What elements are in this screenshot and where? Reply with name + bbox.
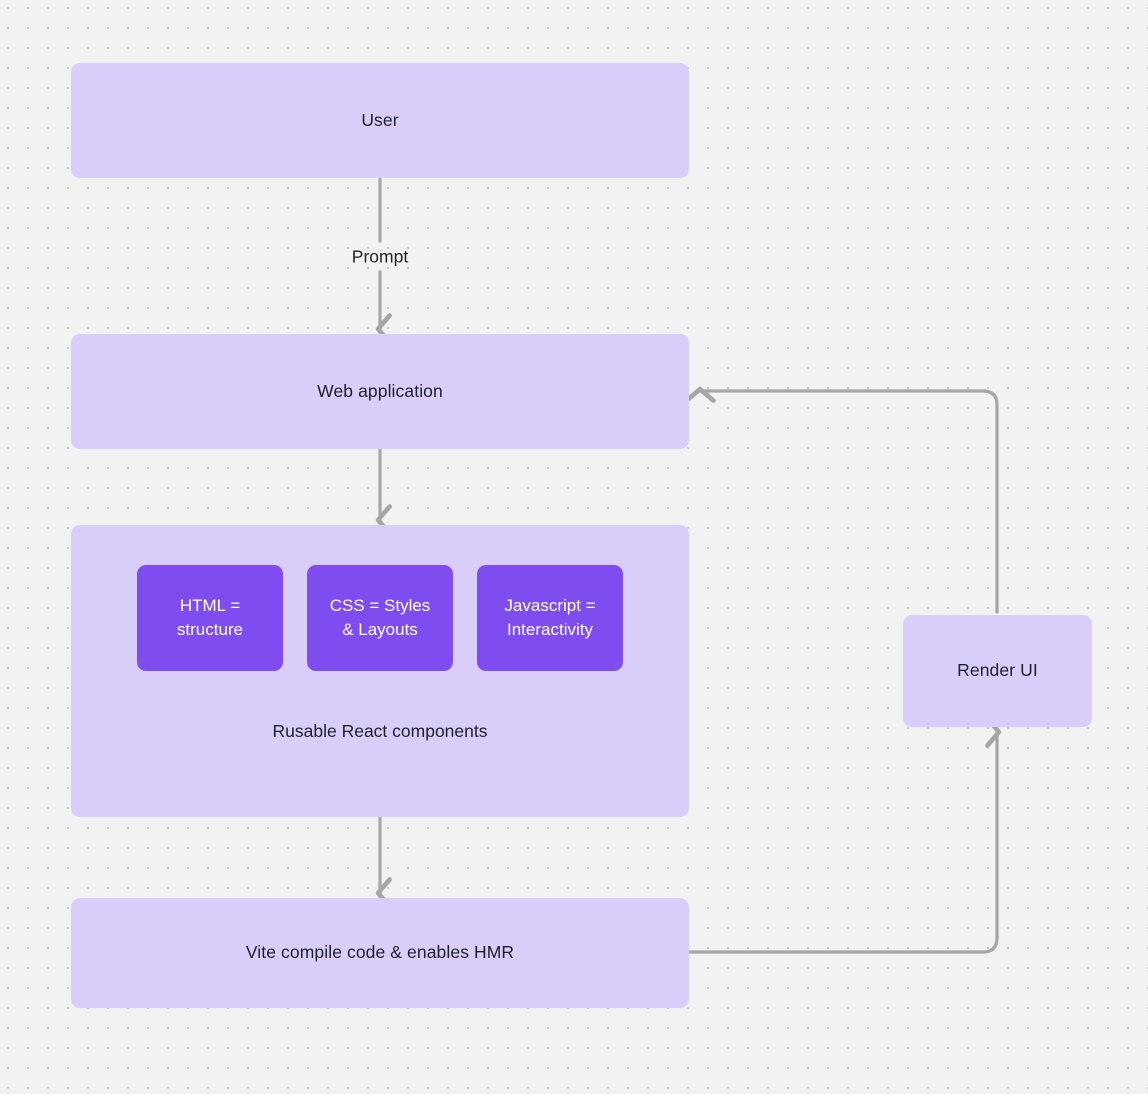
subnode-html-label: HTML = structure xyxy=(176,595,244,639)
subnode-html[interactable]: HTML = structure xyxy=(137,565,283,671)
subnode-css[interactable]: CSS = Styles & Layouts xyxy=(307,565,453,671)
edge-label-prompt: Prompt xyxy=(351,246,409,267)
node-render-ui[interactable]: Render UI xyxy=(903,615,1092,727)
subnode-css-label: CSS = Styles & Layouts xyxy=(329,595,431,639)
node-vite-label: Vite compile code & enables HMR xyxy=(245,942,515,963)
subnode-javascript-label: Javascript = Interactivity xyxy=(504,595,596,639)
node-web-application[interactable]: Web application xyxy=(71,334,689,449)
node-react-components-group[interactable]: HTML = structure CSS = Styles & Layouts … xyxy=(71,525,689,817)
node-web-application-label: Web application xyxy=(317,380,443,401)
edge-render-ui-to-web-application xyxy=(700,391,999,614)
node-user-label: User xyxy=(361,109,399,130)
node-react-components-group-caption: Rusable React components xyxy=(272,721,488,741)
node-user[interactable]: User xyxy=(71,63,689,178)
node-render-ui-label: Render UI xyxy=(957,660,1038,681)
edge-vite-to-render-ui xyxy=(688,732,997,954)
subnode-javascript[interactable]: Javascript = Interactivity xyxy=(477,565,623,671)
node-vite[interactable]: Vite compile code & enables HMR xyxy=(71,898,689,1008)
